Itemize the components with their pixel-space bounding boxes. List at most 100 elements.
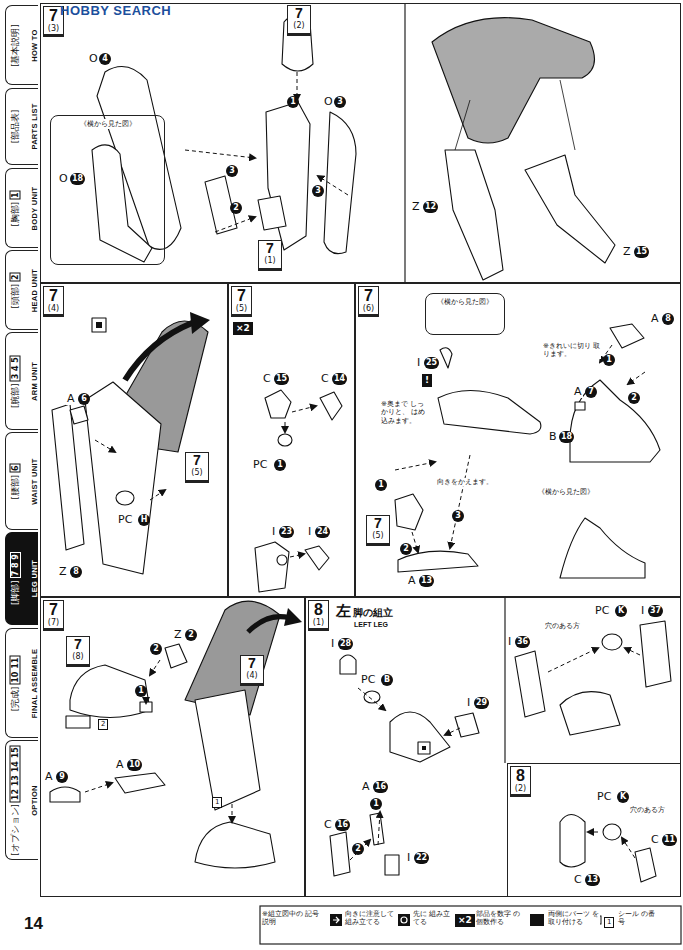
part-letter: A: [66, 392, 76, 405]
part-letter: A: [361, 780, 371, 793]
callout-number: 18: [559, 431, 574, 443]
part-letter: Z: [173, 628, 183, 641]
part-letter: C: [650, 833, 660, 846]
part-letter: PC: [594, 604, 610, 617]
legend-text: 両側にパーツ を取り付ける: [548, 910, 600, 927]
callout-number: 3: [226, 165, 238, 177]
step-header: 7(7): [43, 600, 64, 631]
tab-line: FINAL ASSEMBLE: [22, 648, 40, 718]
section-tab: [腕部]3 4 5ARM UNIT: [5, 332, 38, 430]
callout-number: 2: [150, 643, 162, 655]
tab-english: FINAL ASSEMBLE: [29, 648, 38, 718]
view-caption: 《横から見た図》: [79, 119, 137, 129]
section-tab: [オプション]12 13 14 15OPTION: [5, 740, 38, 860]
step-callout: 7(4): [240, 655, 264, 686]
callout-number: 2: [230, 202, 242, 214]
step-panel: 7(3)《横から見た図》7(2)7(1): [40, 3, 681, 283]
tab-english: OPTION: [29, 785, 38, 816]
tab-number: 6: [10, 463, 21, 473]
callout-number: 2: [400, 543, 412, 555]
callout-number: 36: [515, 636, 530, 648]
tab-english: PARTS LIST: [29, 103, 38, 149]
tab-label: [胸部]1BODY UNIT: [7, 170, 38, 246]
note-text: ※きれいに切り 取ります。: [543, 342, 601, 359]
callout-number: 23: [279, 526, 294, 538]
tab-number: 10 11: [10, 655, 21, 684]
callout-number: 9: [56, 771, 68, 783]
part-letter: A: [650, 312, 660, 325]
part-letter: O: [58, 172, 69, 185]
step-header: 7(6): [358, 286, 379, 317]
tab-line: [胸部]1: [4, 190, 22, 226]
step-number: 7: [186, 453, 208, 468]
step-header: 7(5): [231, 286, 252, 317]
tab-japanese: [腰部]: [10, 474, 20, 499]
legend-text: シール の番号: [618, 910, 662, 927]
callout-number: 1: [135, 685, 147, 697]
callout-number: 2: [185, 629, 197, 641]
callout-number: 22: [414, 852, 429, 864]
step-substep: (6): [359, 304, 378, 313]
section-tab: [胸部]1BODY UNIT: [5, 168, 38, 248]
section-tab: [腰部]6WAIST UNIT: [5, 432, 38, 530]
tab-line: OPTION: [22, 785, 40, 816]
callout-number: H: [138, 514, 150, 526]
step-substep: (7): [44, 618, 63, 627]
note-text: 向きをかえます。: [437, 478, 507, 486]
callout-number: B: [381, 674, 393, 686]
callout-number: 11: [662, 834, 677, 846]
step-title-text: 左: [336, 602, 351, 620]
part-letter: I: [640, 604, 645, 617]
callout-number: 6: [78, 393, 90, 405]
section-tab: [頭部]2HEAD UNIT: [5, 250, 38, 330]
tab-japanese: [胸部]: [10, 201, 20, 226]
step-panel: 7(7)7(8)7(4): [40, 597, 305, 897]
callout-number: 7: [585, 386, 597, 398]
legend-text: 先に 組み立てる: [413, 910, 451, 927]
part-letter: A: [573, 385, 583, 398]
part-letter: I: [307, 525, 312, 538]
callout-number: 29: [474, 697, 489, 709]
callout-number: 3: [452, 510, 464, 522]
legend-text: 向きに注意して 組み立てる: [345, 910, 395, 927]
callout-number: 14: [332, 373, 347, 385]
part-letter: Z: [58, 565, 68, 578]
step-number: 7: [241, 656, 263, 671]
symbol-badge: ×2: [455, 914, 475, 927]
callout-number: 28: [338, 638, 353, 650]
callout-number: 1: [370, 798, 382, 810]
part-letter: Z: [411, 200, 421, 213]
tab-japanese: [頭部]: [10, 283, 20, 308]
side-view-box: 《横から見た図》: [425, 293, 505, 335]
step-substep: (2): [288, 21, 310, 30]
step-substep: (8): [67, 652, 89, 661]
callout-number: 18: [70, 173, 85, 185]
tab-number: 2: [10, 272, 21, 282]
callout-number: 13: [419, 575, 434, 587]
part-letter: PC: [360, 673, 376, 686]
callout-number: 10: [127, 759, 142, 771]
step-number: 7: [288, 6, 310, 21]
tab-line: WAIST UNIT: [22, 458, 40, 504]
tab-line: [基本説明]: [4, 24, 22, 67]
step-header: 7(4): [43, 286, 64, 317]
callout-number: 15: [634, 246, 649, 258]
tab-label: [腰部]6WAIST UNIT: [7, 434, 38, 528]
callout-number: 8: [70, 566, 82, 578]
callout-number: 1: [603, 354, 615, 366]
tab-japanese: [脚部]: [10, 580, 20, 605]
part-letter: C: [320, 372, 330, 385]
step-substep: (1): [259, 256, 281, 265]
tab-line: [頭部]2: [4, 272, 22, 308]
tab-japanese: [部品表]: [10, 110, 20, 144]
tab-line: BODY UNIT: [22, 186, 40, 230]
tab-line: [脚部]7 8 9: [4, 552, 22, 605]
section-tab: [基本説明]HOW TO: [5, 5, 38, 85]
section-tab-active: [脚部]7 8 9LEG UNIT: [5, 532, 38, 625]
step-callout: 7(2): [287, 5, 311, 36]
step-number: 7: [44, 601, 63, 618]
step-substep: (5): [367, 531, 389, 540]
part-letter: C: [573, 873, 583, 886]
part-letter: O: [88, 52, 99, 65]
